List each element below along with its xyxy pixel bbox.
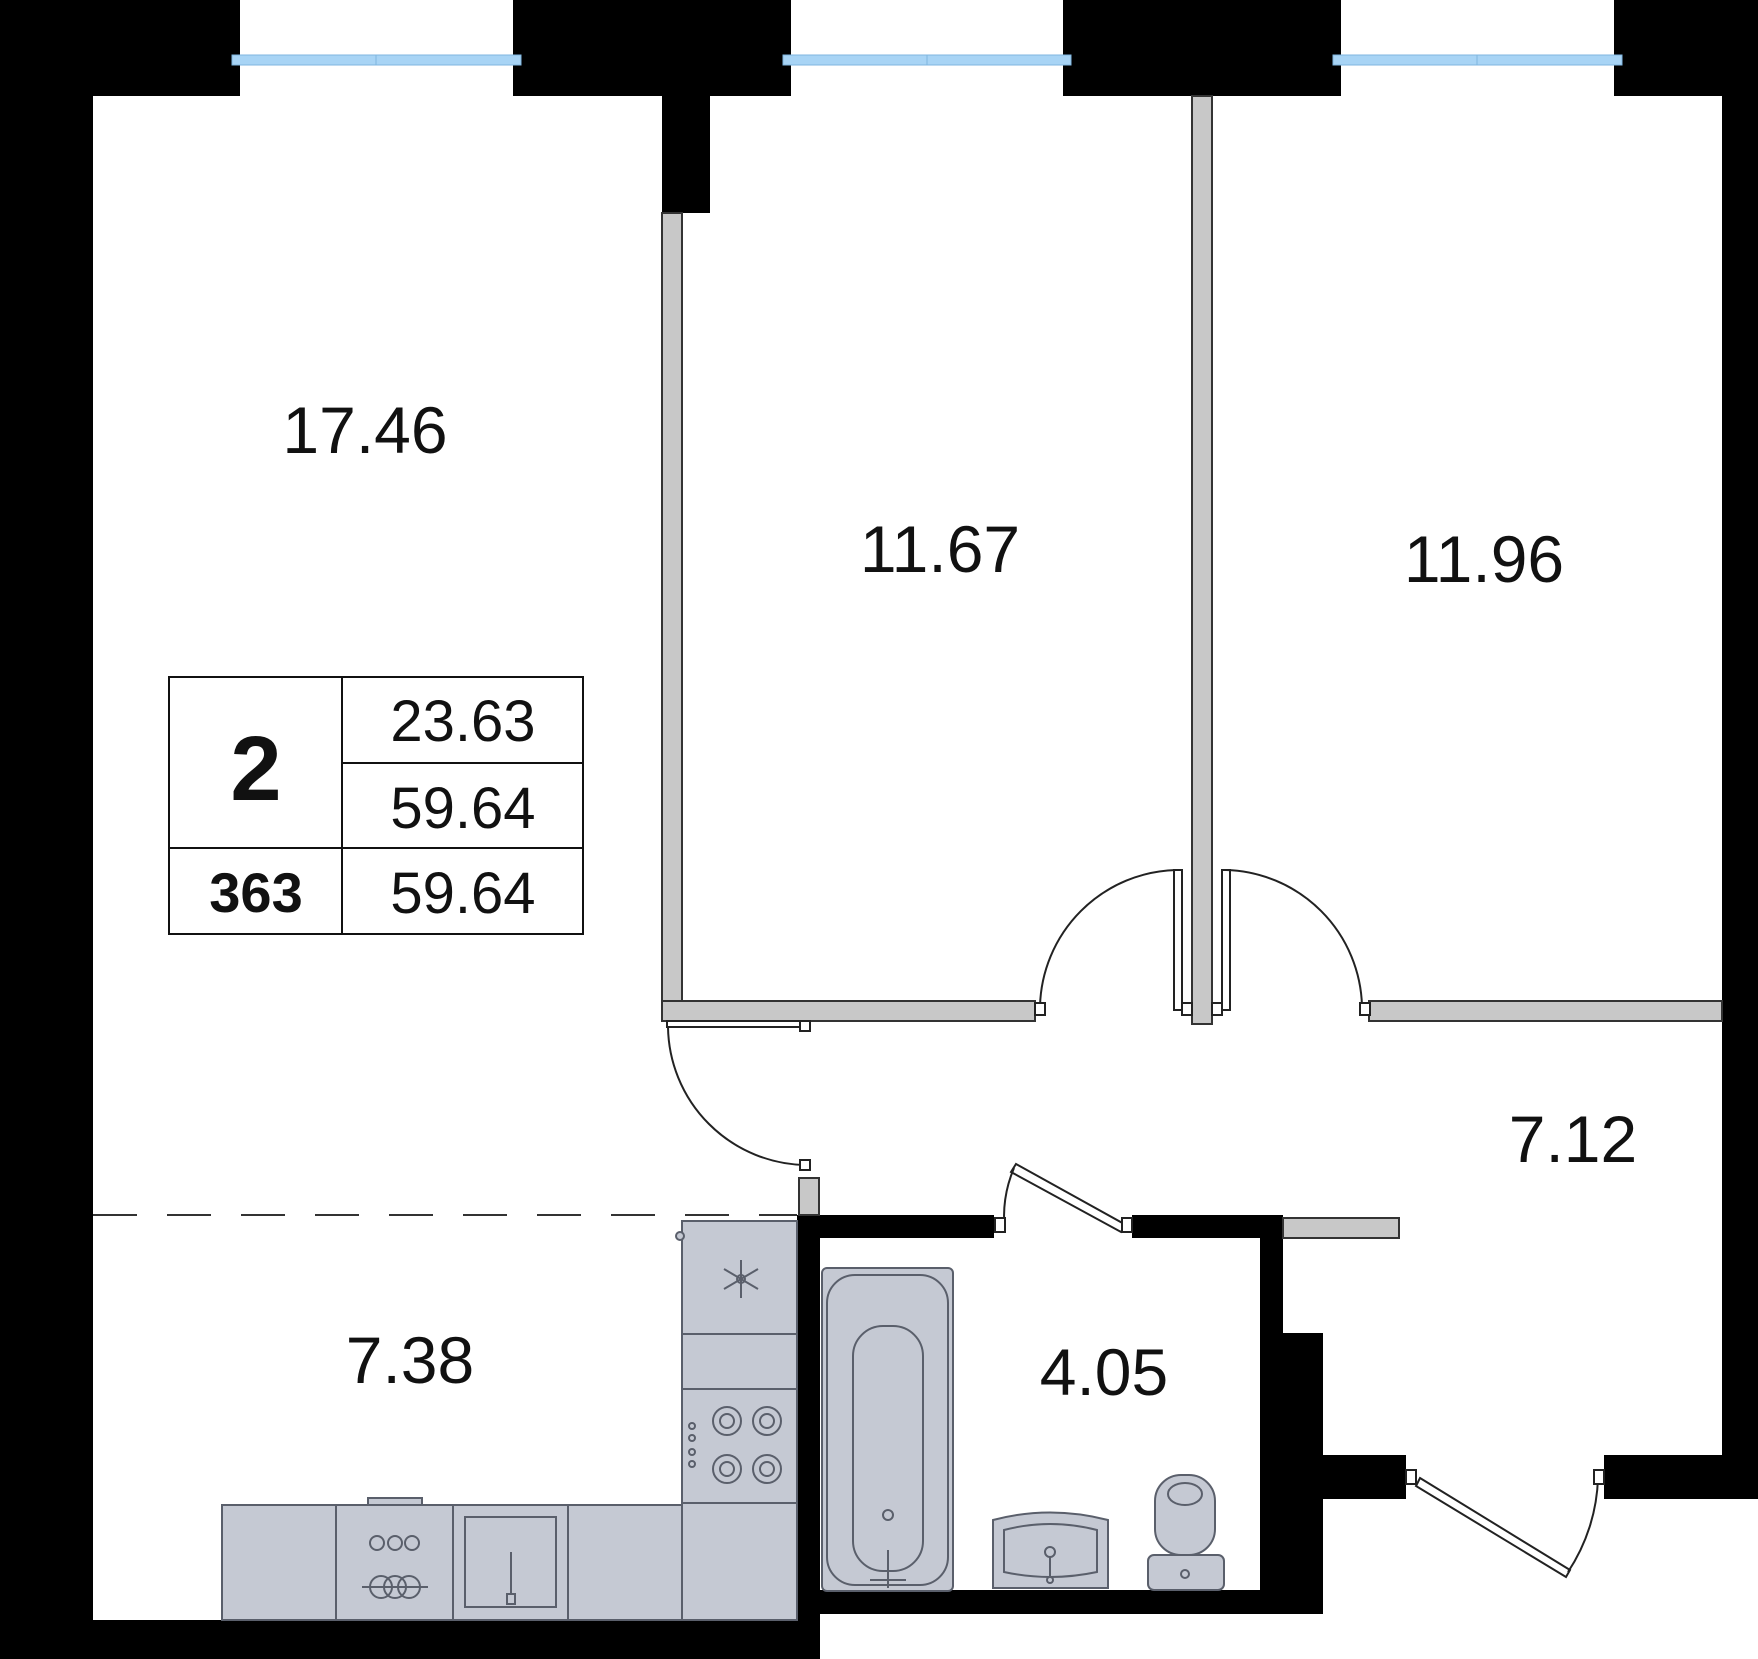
bathroom-sink: [992, 1511, 1109, 1589]
wall-bottom-left: [0, 1620, 820, 1659]
wall-entrance-left: [1302, 1455, 1406, 1499]
rooms-count: 2: [230, 718, 281, 820]
living-area: 23.63: [390, 689, 535, 754]
partition-hall-stub: [1282, 1217, 1400, 1239]
partition-bedroom1-bottom: [661, 1000, 1036, 1022]
wall-entrance-right: [1604, 1455, 1758, 1499]
room-area-bathroom: 4.05: [1040, 1335, 1168, 1409]
bathtub: [821, 1267, 954, 1592]
wall-left: [0, 0, 93, 1659]
window-2: [782, 0, 1072, 66]
partition-living-bedroom1: [661, 212, 683, 1022]
bathroom-fixtures: [821, 1267, 1225, 1592]
wall-column: [662, 96, 710, 213]
wall-right: [1722, 0, 1758, 1499]
windows: [231, 0, 1623, 66]
partition-bedroom2-bottom: [1368, 1000, 1723, 1022]
partitions: [661, 95, 1723, 1239]
room-area-hallway: 7.12: [1509, 1102, 1637, 1176]
window-1: [231, 0, 522, 66]
kitchen-fixtures: [221, 1220, 798, 1621]
apartment-number: 363: [209, 861, 302, 924]
total-area-2: 59.64: [390, 861, 535, 926]
counter-bottom-1: [221, 1504, 337, 1621]
stove: [681, 1388, 798, 1504]
room-labels: 17.46 11.67 11.96 7.12 7.38 4.05: [282, 393, 1637, 1409]
info-box-text: 2 363 23.63 59.64 59.64: [209, 689, 535, 926]
wall-bathroom-right: [1260, 1215, 1283, 1614]
room-area-bedroom-1: 11.67: [860, 512, 1020, 586]
door-bedroom2: [1211, 869, 1371, 1016]
door-bathroom: [994, 1162, 1133, 1234]
partition-bedrooms: [1191, 95, 1213, 1025]
snowflake-icon: [723, 1260, 759, 1298]
dishwasher: [335, 1497, 454, 1621]
door-bedroom1: [1034, 869, 1193, 1016]
door-living: [666, 1020, 811, 1171]
door-entrance: [1405, 1469, 1605, 1579]
counter-right-upper: [681, 1333, 798, 1390]
counter-right-lower: [681, 1502, 798, 1621]
wall-bathroom-bottom: [797, 1590, 1305, 1614]
wall-top-3: [1063, 0, 1341, 96]
toilet: [1147, 1474, 1225, 1591]
wall-bathroom-top-2: [1132, 1215, 1280, 1238]
window-3: [1332, 0, 1623, 66]
doors: [666, 869, 1605, 1579]
wall-kitchen-bath: [797, 1215, 820, 1659]
wall-top-2: [513, 0, 791, 96]
wall-bathroom-top-1: [797, 1215, 994, 1238]
room-area-bedroom-2: 11.96: [1404, 522, 1564, 596]
total-area: 59.64: [390, 776, 535, 841]
counter-bottom-4: [567, 1504, 683, 1621]
room-area-living: 17.46: [282, 393, 447, 467]
info-box: [168, 676, 584, 935]
kitchen-sink: [452, 1504, 569, 1621]
partition-kitchen-stub: [798, 1177, 820, 1216]
room-area-kitchen: 7.38: [346, 1323, 474, 1397]
